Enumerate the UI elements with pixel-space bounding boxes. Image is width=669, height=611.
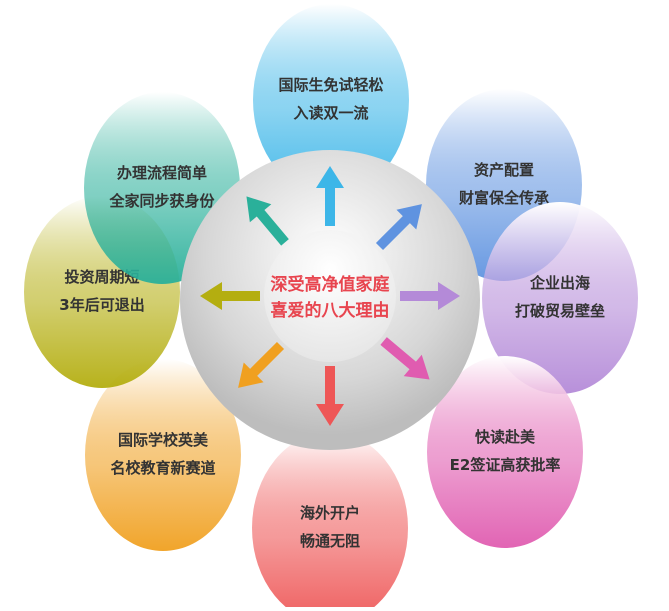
reason-text-line2: 财富保全传承 — [459, 189, 549, 207]
reason-bubble-shape — [252, 432, 408, 611]
reason-text-line1: 国际学校英美 — [118, 431, 209, 449]
reason-text-line1: 投资周期短 — [64, 268, 139, 286]
reason-text-line1: 办理流程简单 — [117, 164, 207, 182]
reason-bubble-bottom-right: 快读赴美 E2签证高获批率 — [427, 356, 583, 548]
center-title-line1: 深受高净值家庭 — [271, 274, 390, 295]
arrow-right-icon — [400, 282, 460, 310]
center-circle — [264, 230, 396, 362]
reason-text-line1: 国际生免试轻松 — [278, 76, 383, 94]
arrow-top-right-icon — [375, 204, 422, 251]
reason-text-line2: 打破贸易壁垒 — [515, 302, 605, 320]
reason-text-line1: 资产配置 — [474, 161, 534, 179]
arrow-bottom-left-icon — [238, 341, 285, 388]
reason-text-line2: E2签证高获批率 — [450, 456, 561, 474]
arrow-top-left-icon — [246, 196, 289, 246]
center-title-line2: 喜爱的八大理由 — [271, 300, 390, 321]
reason-text-line1: 海外开户 — [300, 504, 360, 522]
arrow-bottom-icon — [316, 366, 344, 426]
reason-bubble-shape — [85, 359, 241, 551]
reason-text-line2: 全家同步获身份 — [108, 192, 215, 210]
reason-bubble-shape — [253, 4, 409, 196]
arrow-top-icon — [316, 166, 344, 226]
reason-text-line2: 入读双一流 — [293, 104, 368, 122]
reason-text-line1: 快读赴美 — [475, 428, 536, 446]
reason-text-line2: 畅通无阻 — [300, 532, 360, 550]
reason-bubble-shape — [427, 356, 583, 548]
arrow-left-icon — [200, 282, 260, 310]
arrow-bottom-right-icon — [380, 337, 430, 380]
reason-bubble-shape — [482, 202, 638, 394]
reason-text-line2: 名校教育新赛道 — [110, 459, 215, 477]
reason-text-line1: 企业出海 — [529, 274, 590, 292]
reason-text-line2: 3年后可退出 — [59, 296, 144, 314]
